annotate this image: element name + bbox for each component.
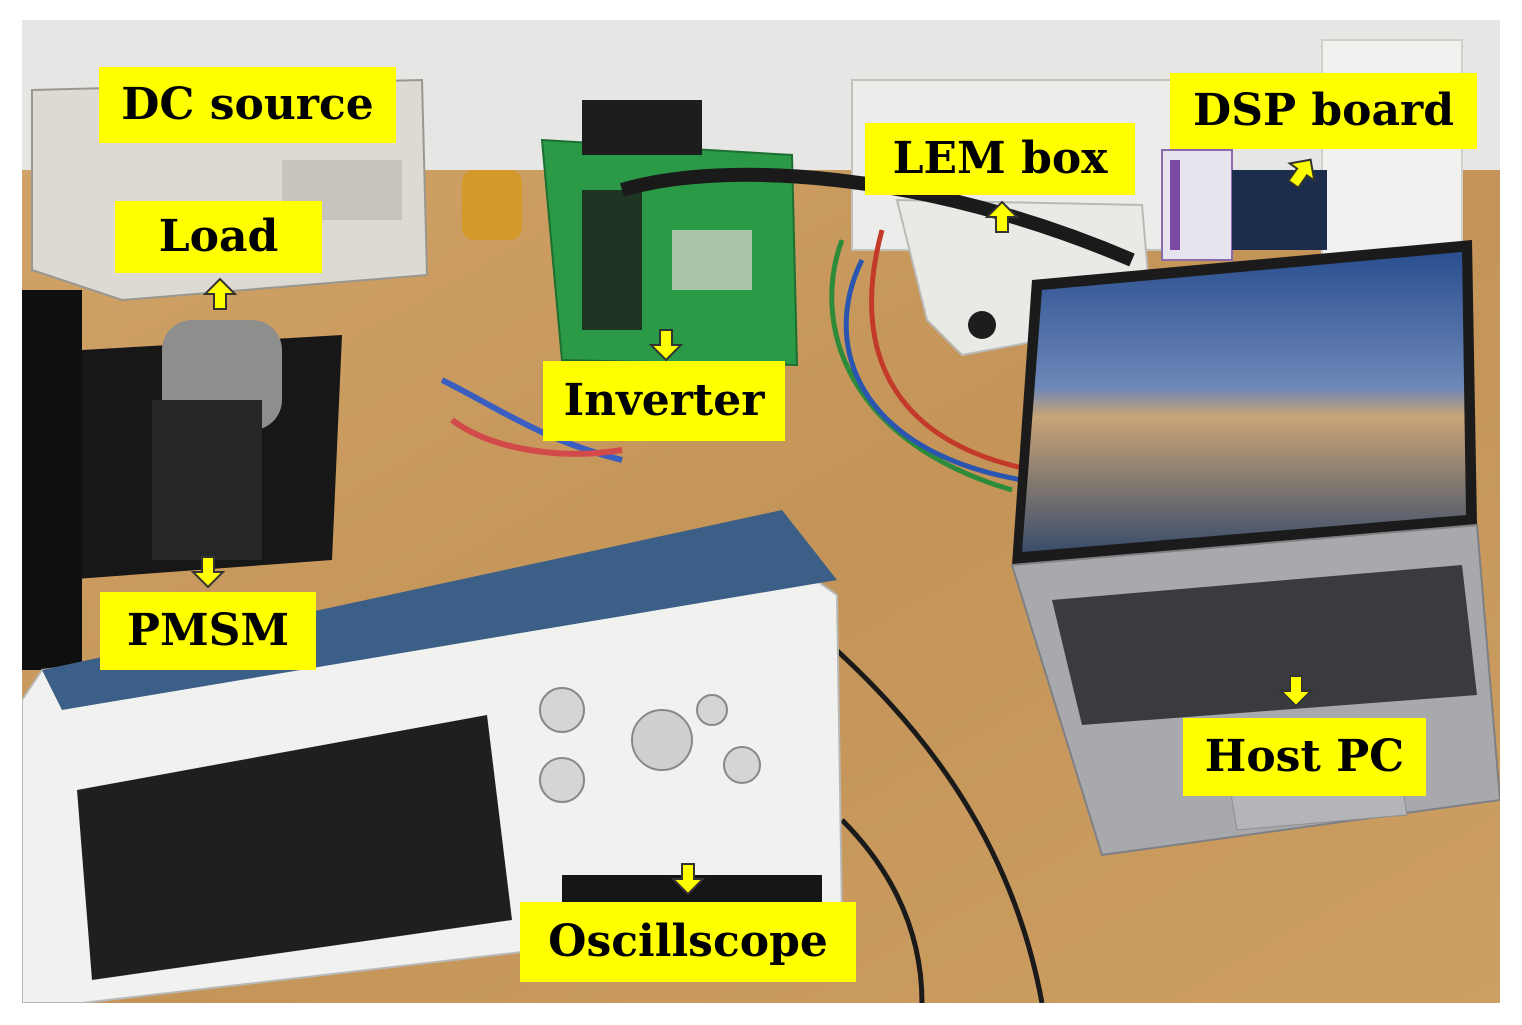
dsp-board [1232, 170, 1327, 250]
oscilloscope-label: Oscillscope [520, 902, 856, 982]
lem-box-label: LEM box [865, 123, 1135, 195]
laptop-screen [1022, 252, 1466, 552]
pmsm-label: PMSM [100, 592, 316, 670]
oscilloscope-screen [77, 715, 512, 980]
dsp-board-label: DSP board [1170, 73, 1477, 149]
host-pc-label: Host PC [1183, 718, 1426, 796]
photo-scene [22, 20, 1500, 1003]
arrow-up-icon [985, 200, 1019, 233]
load-label: Load [115, 201, 322, 273]
arrow-down-icon [1279, 675, 1313, 708]
dc-source-label: DC source [99, 67, 396, 143]
arrow-up-icon [1287, 158, 1316, 189]
inverter-label: Inverter [543, 361, 785, 441]
arrow-down-icon [191, 556, 225, 589]
arrow-down-icon [671, 863, 705, 896]
arrow-up-icon [203, 277, 237, 310]
pmsm-motor [152, 400, 262, 560]
test-bench-photo [22, 20, 1500, 1003]
laptop-keyboard [1052, 565, 1477, 725]
arrow-down-icon [649, 329, 683, 362]
